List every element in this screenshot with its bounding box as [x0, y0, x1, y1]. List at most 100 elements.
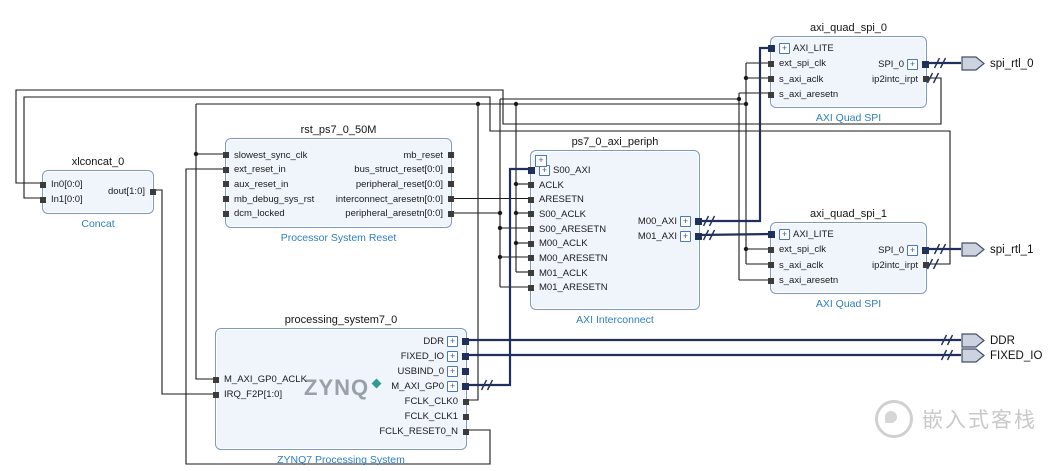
port-m00-aclk[interactable]: M00_ACLK	[528, 236, 608, 251]
port-tag-icon	[961, 56, 985, 71]
port-ext-reset-in[interactable]: ext_reset_in	[223, 163, 314, 178]
pin-connector	[922, 60, 929, 68]
pin-connector	[462, 338, 469, 345]
right-ports: SPI_0+ ip2intc_irpt	[872, 57, 929, 88]
port-axi-lite[interactable]: +AXI_LITE	[768, 41, 838, 56]
port-s-axi-aresetn[interactable]: s_axi_aresetn	[768, 87, 838, 102]
expand-plus-icon[interactable]: +	[907, 58, 918, 70]
port-slowest-sync-clk[interactable]: slowest_sync_clk	[223, 148, 314, 163]
port-aux-reset-in[interactable]: aux_reset_in	[223, 177, 314, 192]
block-type-label: AXI Quad SPI	[815, 112, 882, 124]
port-peripheral-reset[interactable]: peripheral_reset[0:0]	[356, 177, 454, 192]
block-axi-quad-spi-0[interactable]: axi_quad_spi_0 AXI Quad SPI +AXI_LITE ex…	[768, 22, 929, 124]
port-bus-struct-reset[interactable]: bus_struct_reset[0:0]	[354, 163, 454, 178]
watermark-text: 嵌入式客栈	[922, 408, 1037, 432]
pin-connector	[448, 166, 454, 173]
port-spi-0[interactable]: SPI_0+	[878, 57, 929, 72]
pin-connector	[768, 76, 774, 83]
external-port-fixed-io[interactable]: FIXED_IO	[961, 348, 1042, 363]
port-spi-0[interactable]: SPI_0+	[878, 243, 929, 258]
port-s00-aclk[interactable]: S00_ACLK	[528, 207, 608, 222]
block-title: axi_quad_spi_0	[809, 22, 888, 34]
port-aclk[interactable]: ACLK	[528, 178, 608, 193]
block-ps7-0-axi-periph[interactable]: ps7_0_axi_periph AXI Interconnect + + S00…	[528, 136, 702, 326]
port-dout[interactable]: dout[1:0]	[108, 184, 156, 199]
left-ports: In0[0:0] In1[0:0]	[40, 177, 83, 207]
pin-connector	[462, 383, 469, 390]
block-processing-system7-0[interactable]: processing_system7_0 ZYNQ7 Processing Sy…	[213, 314, 469, 466]
pin-connector	[528, 270, 534, 277]
pin-connector	[768, 277, 774, 284]
port-m00-axi[interactable]: M00_AXI+	[638, 214, 702, 229]
external-port-spi-rtl-1[interactable]: spi_rtl_1	[961, 242, 1033, 257]
expand-all-icon[interactable]: +	[535, 155, 547, 167]
port-fclk-reset0-n[interactable]: FCLK_RESET0_N	[379, 424, 469, 439]
external-port-ddr[interactable]: DDR	[961, 333, 1015, 348]
block-title: ps7_0_axi_periph	[571, 136, 659, 148]
expand-plus-icon[interactable]: +	[447, 366, 458, 377]
block-type-label: Processor System Reset	[280, 232, 397, 244]
external-port-spi-rtl-0[interactable]: spi_rtl_0	[961, 56, 1033, 71]
right-ports: M00_AXI+ M01_AXI+	[638, 214, 702, 244]
block-rst-ps7-0-50m[interactable]: rst_ps7_0_50M Processor System Reset slo…	[223, 124, 454, 244]
port-ip2intc-irpt[interactable]: ip2intc_irpt	[872, 258, 929, 273]
port-in0[interactable]: In0[0:0]	[40, 177, 83, 192]
port-tag-icon	[961, 242, 985, 257]
block-type-label: Concat	[81, 218, 115, 230]
port-mb-reset[interactable]: mb_reset	[403, 148, 454, 163]
port-s00-aresetn[interactable]: S00_ARESETN	[528, 222, 608, 237]
pin-connector	[695, 232, 702, 240]
pin-connector	[528, 211, 534, 218]
watermark: 嵌入式客栈	[875, 400, 1037, 438]
port-usbind-0[interactable]: USBIND_0+	[398, 364, 469, 379]
port-ip2intc-irpt[interactable]: ip2intc_irpt	[872, 72, 929, 87]
port-m01-aresetn[interactable]: M01_ARESETN	[528, 281, 608, 296]
port-s-axi-aclk[interactable]: s_axi_aclk	[768, 258, 838, 273]
port-s-axi-aclk[interactable]: s_axi_aclk	[768, 72, 838, 87]
pin-connector	[528, 182, 534, 189]
right-ports: SPI_0+ ip2intc_irpt	[872, 243, 929, 274]
port-m01-axi[interactable]: M01_AXI+	[638, 229, 702, 244]
port-ext-spi-clk[interactable]: ext_spi_clk	[768, 56, 838, 71]
expand-plus-icon[interactable]: +	[907, 244, 918, 256]
port-fclk-clk1[interactable]: FCLK_CLK1	[405, 409, 469, 424]
pin-connector	[223, 181, 229, 188]
expand-plus-icon[interactable]: +	[447, 381, 458, 392]
port-irq-f2p[interactable]: IRQ_F2P[1:0]	[213, 387, 307, 402]
port-dcm-locked[interactable]: dcm_locked	[223, 206, 314, 221]
watermark-logo-icon	[875, 400, 913, 438]
port-fixed-io[interactable]: FIXED_IO+	[401, 349, 469, 364]
port-ext-spi-clk[interactable]: ext_spi_clk	[768, 242, 838, 257]
port-m-axi-gp0[interactable]: M_AXI_GP0+	[391, 379, 469, 394]
pin-connector	[923, 76, 929, 83]
port-aresetn[interactable]: ARESETN	[528, 192, 608, 207]
port-m00-aresetn[interactable]: M00_ARESETN	[528, 251, 608, 266]
pin-connector	[528, 240, 534, 247]
expand-plus-icon[interactable]: +	[447, 351, 458, 362]
port-interconnect-aresetn[interactable]: interconnect_aresetn[0:0]	[336, 192, 454, 207]
pin-connector	[528, 226, 534, 233]
port-axi-lite[interactable]: +AXI_LITE	[768, 227, 838, 242]
expand-plus-icon[interactable]: +	[680, 230, 691, 242]
right-ports: mb_reset bus_struct_reset[0:0] periphera…	[336, 148, 454, 221]
port-s-axi-aresetn[interactable]: s_axi_aresetn	[768, 273, 838, 288]
port-fclk-clk0[interactable]: FCLK_CLK0	[405, 394, 469, 409]
port-m-axi-gp0-aclk[interactable]: M_AXI_GP0_ACLK	[213, 372, 307, 387]
block-title: processing_system7_0	[284, 314, 398, 326]
block-xlconcat-0[interactable]: xlconcat_0 Concat In0[0:0] In1[0:0] dout…	[40, 156, 156, 230]
port-mb-debug-sys-rst[interactable]: mb_debug_sys_rst	[223, 192, 314, 207]
expand-plus-icon[interactable]: +	[779, 43, 790, 55]
pin-connector	[768, 262, 774, 269]
block-axi-quad-spi-1[interactable]: axi_quad_spi_1 AXI Quad SPI +AXI_LITE ex…	[768, 208, 929, 310]
port-ddr[interactable]: DDR+	[423, 334, 469, 349]
port-tag-icon	[961, 333, 985, 348]
expand-plus-icon[interactable]: +	[680, 215, 691, 227]
block-type-label: AXI Interconnect	[576, 314, 654, 326]
expand-plus-icon[interactable]: +	[447, 336, 458, 347]
port-m01-aclk[interactable]: M01_ACLK	[528, 266, 608, 281]
expand-plus-icon[interactable]: +	[779, 229, 790, 241]
port-in1[interactable]: In1[0:0]	[40, 192, 83, 207]
port-peripheral-aresetn[interactable]: peripheral_aresetn[0:0]	[345, 206, 454, 221]
